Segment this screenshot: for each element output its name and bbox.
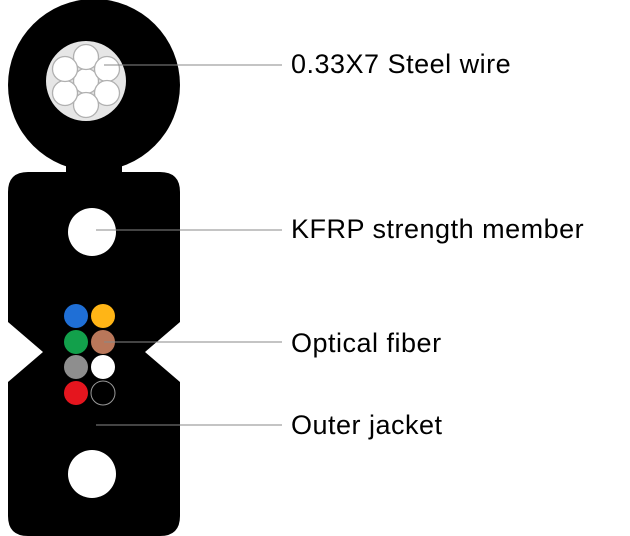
steel-strand xyxy=(93,55,121,83)
fiber-black xyxy=(90,380,116,406)
label-steel-wire: 0.33X7 Steel wire xyxy=(291,49,512,79)
fiber-blue xyxy=(64,304,88,328)
fiber-white xyxy=(91,355,115,379)
outer-jacket-body xyxy=(8,172,180,536)
steel-strand xyxy=(93,79,121,107)
steel-strand xyxy=(72,91,100,119)
label-outer-jacket: Outer jacket xyxy=(291,410,443,440)
fiber-green xyxy=(64,330,88,354)
optical-fibers xyxy=(64,304,116,406)
steel-strand xyxy=(51,55,79,83)
fiber-brown xyxy=(91,330,115,354)
label-optical-fiber: Optical fiber xyxy=(291,328,442,358)
steel-strand xyxy=(51,79,79,107)
kfrp-strength-member-bottom xyxy=(68,450,116,498)
fiber-slate xyxy=(64,355,88,379)
steel-strands xyxy=(51,43,121,119)
steel-strand xyxy=(72,43,100,71)
fiber-red xyxy=(64,381,88,405)
leader-lines xyxy=(96,64,282,426)
label-strength-member: KFRP strength member xyxy=(291,214,585,244)
kfrp-strength-member-top xyxy=(68,208,116,256)
fiber-orange xyxy=(91,304,115,328)
